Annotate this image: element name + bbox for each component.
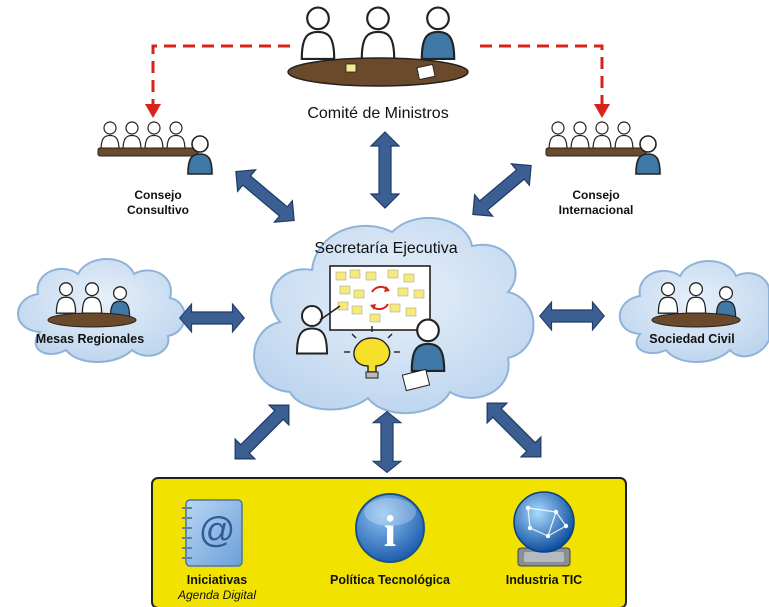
iniciativas-label: Iniciativas (187, 573, 247, 587)
arrow-secretaria-politica (372, 411, 402, 473)
network-globe-icon (513, 491, 575, 567)
secretaria-label: Secretaría Ejecutiva (314, 240, 457, 257)
lightbulb-icon (344, 326, 400, 379)
svg-text:@: @ (199, 509, 236, 550)
consejo-consultivo-group (97, 121, 213, 175)
industria-tic-label: Industria TIC (506, 573, 582, 587)
address-book-icon: @ (182, 499, 243, 567)
mesas-regionales-label: Mesas Regionales (36, 332, 144, 346)
arrow-consultivo-secretaria (226, 160, 304, 232)
consejo-consultivo-label-2: Consultivo (127, 203, 189, 217)
arrow-secretaria-industria (476, 392, 552, 468)
agenda-digital-label: Agenda Digital (177, 588, 256, 602)
presenter-figure (296, 305, 341, 355)
arrow-internacional-secretaria (463, 154, 541, 226)
svg-text:i: i (384, 507, 396, 556)
dashed-connector-left (145, 44, 290, 118)
arrow-mesas-secretaria (179, 303, 245, 333)
arrow-sociedad-secretaria (539, 301, 605, 331)
consejo-consultivo-label-1: Consejo (134, 188, 181, 202)
arrow-comite-secretaria (370, 131, 400, 209)
sociedad-civil-cloud (618, 260, 769, 363)
writer-figure (401, 318, 446, 392)
info-icon: i (355, 493, 425, 563)
mesas-regionales-cloud (17, 258, 186, 363)
comite-label: Comité de Ministros (307, 105, 448, 122)
consejo-internacional-label-1: Consejo (572, 188, 619, 202)
whiteboard (329, 265, 431, 331)
dashed-connector-right (480, 44, 610, 118)
arrow-secretaria-iniciativas (224, 394, 300, 470)
politica-tecnologica-label: Política Tecnológica (330, 573, 451, 587)
consejo-internacional-label-2: Internacional (559, 203, 634, 217)
consejo-internacional-group (545, 121, 661, 175)
comite-ministros-group (287, 6, 469, 87)
sociedad-civil-label: Sociedad Civil (649, 332, 734, 346)
